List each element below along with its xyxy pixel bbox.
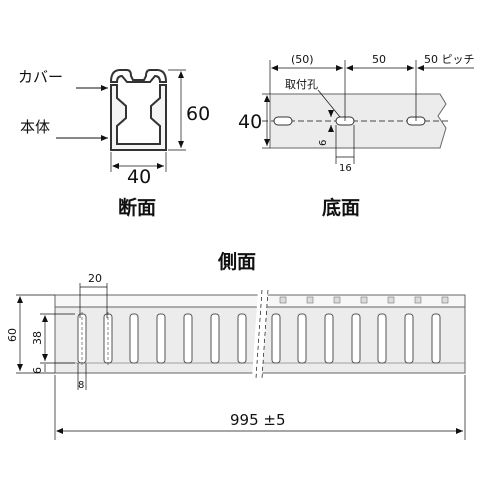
side-slot (156, 313, 166, 364)
mount-slot (273, 116, 293, 126)
cross-section-caption: 断面 (118, 196, 156, 219)
cover-notch (360, 296, 368, 304)
cross-section-view: カバー 本体 60 40 断面 (18, 68, 210, 219)
side-view-break (252, 290, 268, 378)
side-slot (183, 313, 193, 364)
bottom-view: (50) 50 50 ピッチ 取付孔 40 6 16 底面 (238, 53, 475, 219)
height-dim: 60 (186, 103, 210, 125)
side-slot (210, 313, 220, 364)
cover-label: カバー (18, 68, 63, 86)
first-pitch-dim: (50) (291, 53, 314, 66)
duct-body-profile (110, 84, 167, 151)
hole-width-dim: 16 (339, 163, 352, 174)
side-view: 側面 20 60 38 6 8 995 ±5 (6, 251, 466, 440)
side-slot (377, 313, 387, 364)
slot-width-dim: 8 (78, 380, 84, 391)
side-slot (297, 313, 307, 364)
side-slot (129, 313, 139, 364)
side-slot (431, 313, 441, 364)
duct-cover-profile (109, 69, 168, 83)
slot-pitch-dim: 20 (88, 272, 102, 285)
pitch-dim: 50 (372, 53, 386, 66)
mount-hole-leader (317, 89, 341, 118)
cover-notch (441, 296, 449, 304)
side-slot (404, 313, 414, 364)
cover-notch (414, 296, 422, 304)
cover-notch (306, 296, 314, 304)
side-view-caption: 側面 (217, 251, 256, 273)
side-slot (271, 313, 281, 364)
bottom-view-caption: 底面 (322, 196, 360, 219)
hole-height-dim: 6 (318, 140, 329, 146)
side-slot (351, 313, 361, 364)
cover-notch (279, 296, 287, 304)
mount-hole-label: 取付孔 (285, 78, 318, 91)
length-dim: 995 ±5 (230, 411, 286, 429)
side-view-slots (77, 296, 449, 365)
bottom-height-dim: 40 (238, 111, 262, 133)
width-dim: 40 (127, 166, 151, 188)
side-view-break-edge (261, 289, 269, 379)
bottom-dim: 6 (31, 367, 44, 374)
cover-notch (387, 296, 395, 304)
side-slot (324, 313, 334, 364)
side-height-dim: 60 (6, 328, 19, 342)
side-slot (237, 313, 247, 364)
side-view-break-edge (255, 289, 263, 379)
body-label: 本体 (20, 118, 50, 136)
cover-notch (333, 296, 341, 304)
pitch-note: 50 ピッチ (424, 53, 475, 66)
slot-length-dim: 38 (31, 331, 44, 345)
